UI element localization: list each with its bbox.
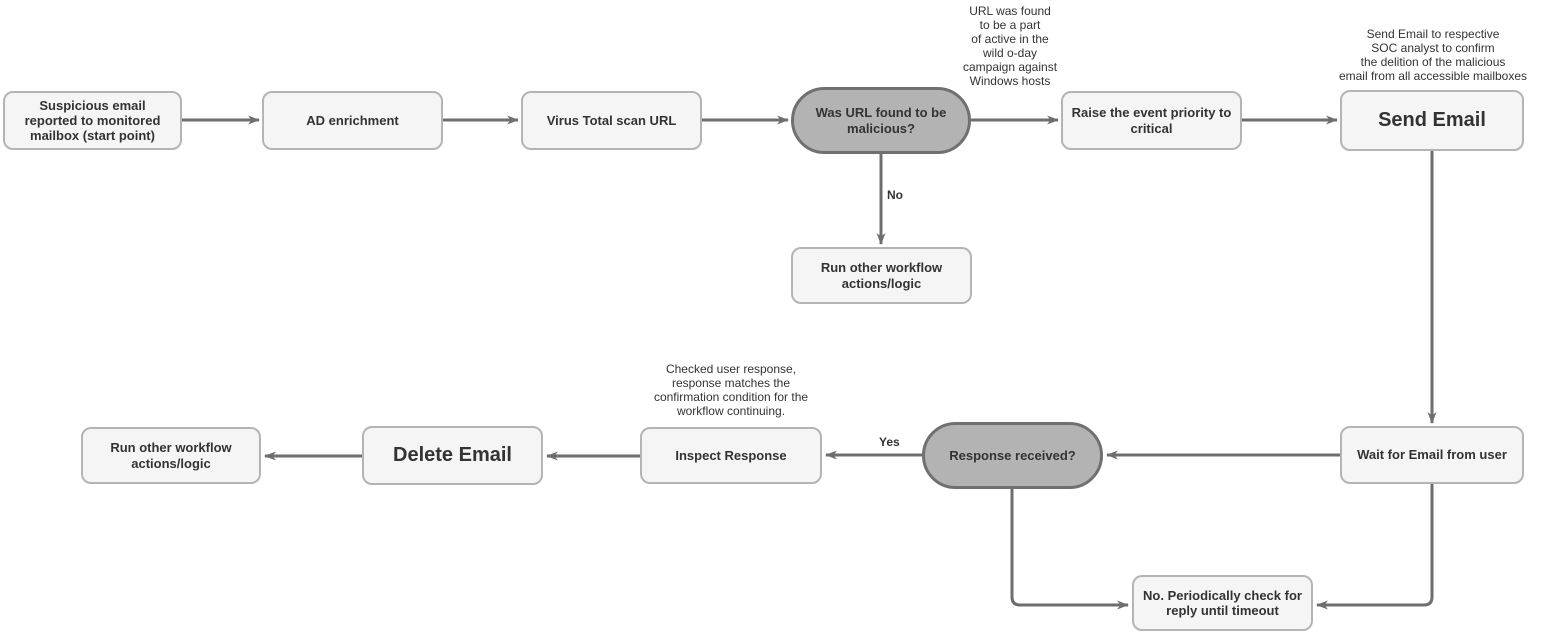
decision-response-received: Response received?	[922, 422, 1103, 489]
node-label: Raise the event priority to critical	[1071, 105, 1232, 136]
node-ad-enrichment: AD enrichment	[262, 91, 443, 150]
node-label: Was URL found to be malicious?	[815, 105, 947, 136]
edge-label-yes: Yes	[879, 435, 900, 449]
node-delete-email: Delete Email	[362, 426, 543, 485]
node-inspect-response: Inspect Response	[640, 427, 822, 484]
annotation-send-email-details: Send Email to respective SOC analyst to …	[1338, 27, 1528, 84]
node-label: Suspicious email reported to monitored m…	[24, 97, 161, 144]
node-label: Delete Email	[393, 443, 512, 466]
annotation-url-campaign: URL was found to be a part of active in …	[962, 4, 1058, 89]
node-label: Send Email	[1378, 108, 1486, 131]
node-label: Wait for Email from user	[1357, 447, 1507, 463]
node-label: Response received?	[949, 447, 1076, 463]
node-label: AD enrichment	[306, 112, 399, 128]
node-run-other-workflow-top: Run other workflow actions/logic	[791, 247, 972, 304]
annotation-checked-user-response: Checked user response, response matches …	[653, 362, 809, 419]
node-label: Run other workflow actions/logic	[820, 260, 943, 291]
edge-label-no: No	[887, 188, 903, 202]
node-wait-for-email: Wait for Email from user	[1340, 426, 1524, 484]
node-label: Virus Total scan URL	[546, 112, 677, 128]
node-virus-total-scan: Virus Total scan URL	[521, 91, 702, 150]
node-suspicious-email-start: Suspicious email reported to monitored m…	[3, 91, 182, 150]
node-raise-priority: Raise the event priority to critical	[1061, 91, 1242, 150]
edge-wait-for-email-to-periodic-check	[1316, 484, 1434, 610]
node-periodic-check: No. Periodically check for reply until t…	[1132, 575, 1313, 631]
edge-response-received-to-periodic-check	[1010, 489, 1129, 610]
node-label: No. Periodically check for reply until t…	[1143, 587, 1302, 618]
decision-url-malicious: Was URL found to be malicious?	[791, 87, 971, 154]
node-send-email: Send Email	[1340, 90, 1524, 151]
node-run-other-workflow-bottom: Run other workflow actions/logic	[81, 427, 261, 484]
node-label: Inspect Response	[675, 447, 787, 463]
node-label: Run other workflow actions/logic	[110, 440, 232, 471]
